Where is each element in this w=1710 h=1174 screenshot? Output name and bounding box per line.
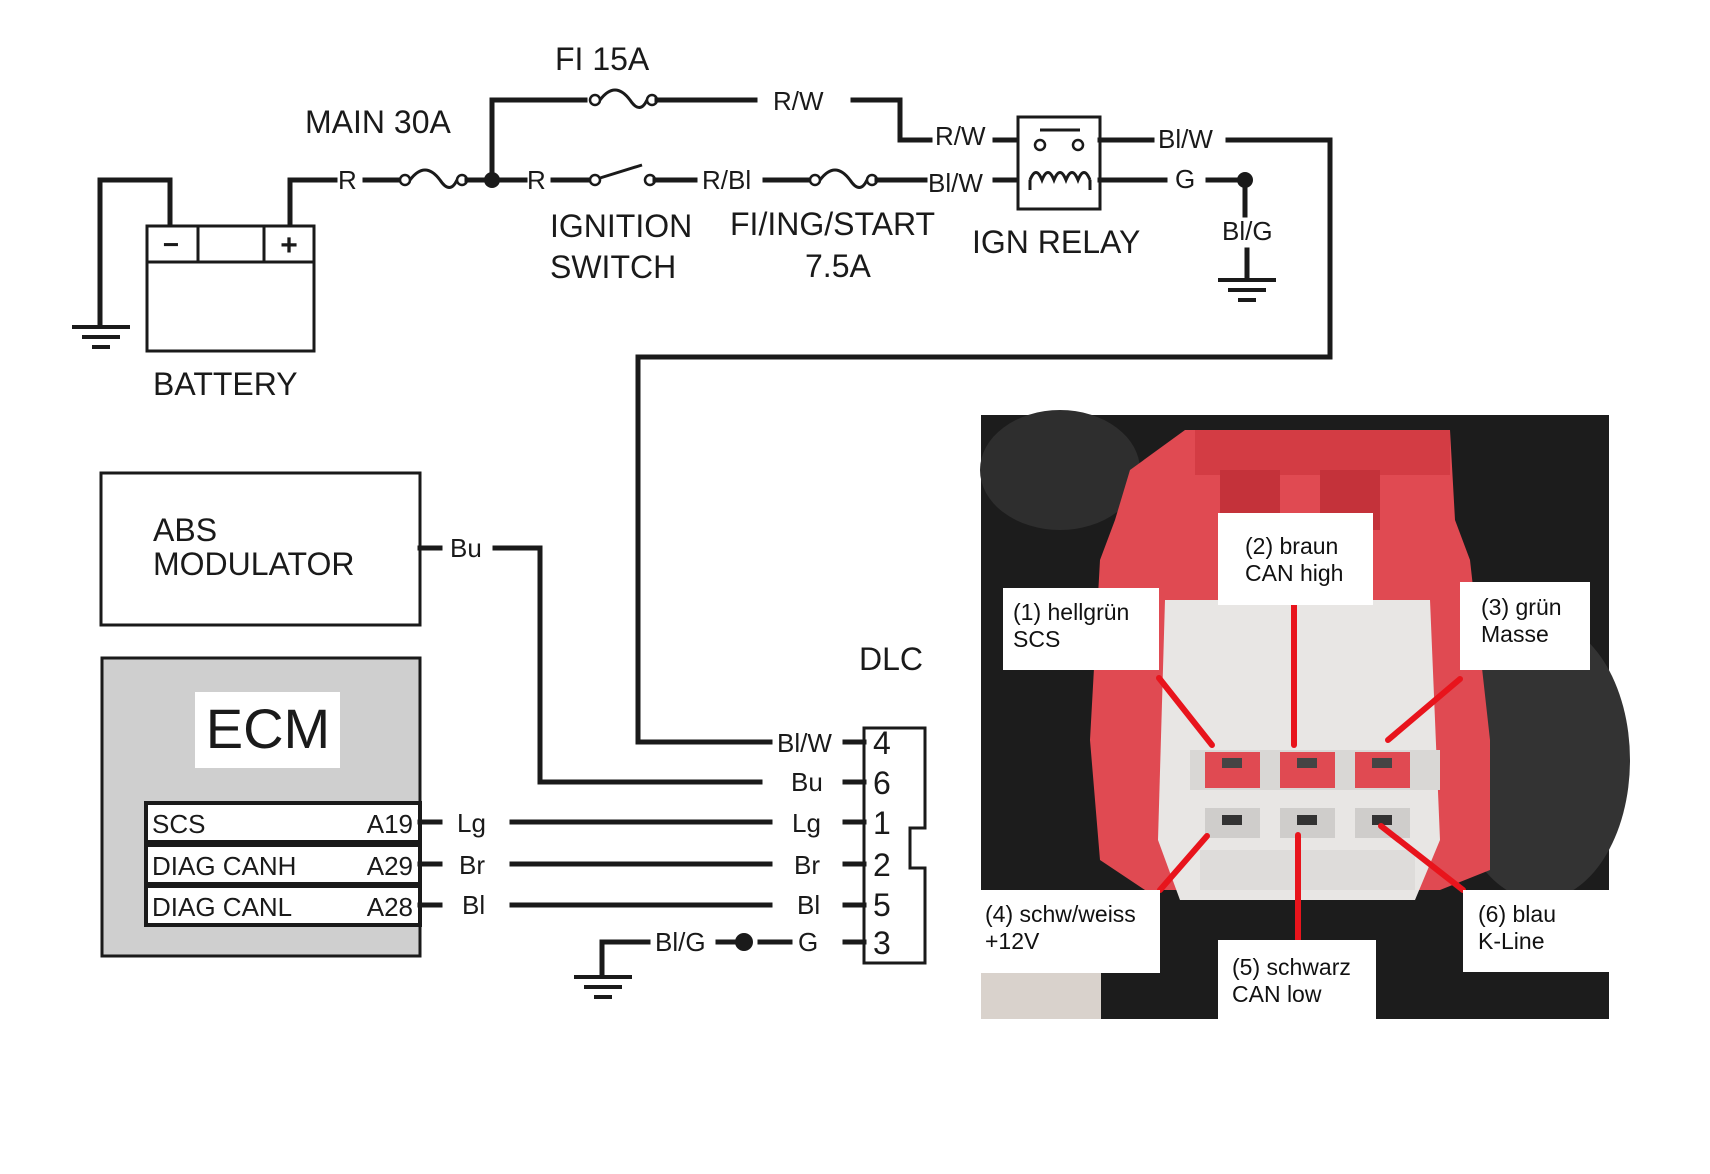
- battery-plus: +: [280, 229, 298, 262]
- dlc-label: DLC: [859, 641, 923, 677]
- power-circuit: − + BATTERY R MAIN 30A FI 15A R/W R/W: [72, 41, 1333, 745]
- wire-label-r1: R: [338, 165, 357, 195]
- fi-fuse-label: FI 15A: [555, 41, 650, 77]
- wire-label-rw2: R/W: [935, 121, 986, 151]
- fi-start-label-1: FI/ING/START: [730, 206, 935, 242]
- ign-switch-label-1: IGNITION: [550, 208, 692, 244]
- ecm-pin-name-scs: SCS: [152, 809, 205, 839]
- photo-label-pin1: (1) hellgrün SCS: [1003, 588, 1159, 670]
- fi-start-label-2: 7.5A: [805, 248, 871, 284]
- dlc-ground-symbol: [574, 975, 632, 999]
- ecm-pin-code-canl: A28: [367, 892, 413, 922]
- ecm-title: ECM: [206, 697, 330, 760]
- wire-label-blw2: Bl/W: [1158, 124, 1213, 154]
- ecm-pin-name-canl: DIAG CANL: [152, 892, 292, 922]
- battery-ground-symbol: [72, 325, 130, 349]
- abs-label-1: ABS: [153, 512, 217, 548]
- ecm-wire-bl: Bl: [462, 890, 485, 920]
- dlc-pin-1: 1: [873, 805, 891, 841]
- ecm-wire-lg: Lg: [457, 808, 486, 838]
- main-fuse-label: MAIN 30A: [305, 104, 451, 140]
- pin1-line2: SCS: [1013, 626, 1060, 652]
- ign-switch-label-2: SWITCH: [550, 249, 676, 285]
- abs-label-2: MODULATOR: [153, 546, 355, 582]
- photo-label-pin5: (5) schwarz CAN low: [1218, 940, 1376, 1034]
- battery-symbol: − +: [145, 224, 316, 353]
- ecm-pin-code-canh: A29: [367, 851, 413, 881]
- ecm-wire-br: Br: [459, 850, 485, 880]
- main-fuse-symbol: [398, 168, 469, 189]
- battery-label: BATTERY: [153, 366, 298, 402]
- pin6-line2: K-Line: [1478, 928, 1544, 954]
- pin4-line1: (4) schw/weiss: [985, 901, 1136, 927]
- pin5-line2: CAN low: [1232, 981, 1322, 1007]
- dlc-wire-3: G: [798, 927, 818, 957]
- abs-wire-label: Bu: [450, 533, 482, 563]
- pin2-line1: (2) braun: [1245, 533, 1338, 559]
- pin5-line1: (5) schwarz: [1232, 954, 1351, 980]
- wire-label-g: G: [1175, 164, 1195, 194]
- pin3-line1: (3) grün: [1481, 594, 1562, 620]
- photo-label-pin6: (6) blau K-Line: [1463, 890, 1609, 972]
- wire-label-rw1: R/W: [773, 86, 824, 116]
- ecm-block: ECM SCS A19 DIAG CANH A29 DIAG CANL A28 …: [100, 656, 773, 958]
- dlc-wire-2: Br: [794, 850, 820, 880]
- wire-label-blg-relay: Bl/G: [1222, 216, 1273, 246]
- ignition-switch-symbol: [588, 163, 657, 187]
- photo-label-pin3: (3) grün Masse: [1460, 582, 1590, 670]
- wire-label-blw1: Bl/W: [928, 168, 983, 198]
- dlc-pin-3: 3: [873, 925, 891, 961]
- photo-label-pin2: (2) braun CAN high: [1218, 513, 1373, 605]
- ign-relay-label: IGN RELAY: [972, 224, 1140, 260]
- dlc-pin-6: 6: [873, 765, 891, 801]
- battery-minus: −: [163, 229, 179, 260]
- fi-start-fuse-symbol: [808, 168, 879, 189]
- pin3-line2: Masse: [1481, 621, 1549, 647]
- dlc-wire-6: Bu: [791, 767, 823, 797]
- pin2-line2: CAN high: [1245, 560, 1343, 586]
- connector-photo: (1) hellgrün SCS (2) braun CAN high (3) …: [977, 410, 1630, 1034]
- ign-relay-symbol: [1016, 115, 1102, 211]
- photo-label-pin4: (4) schw/weiss +12V: [977, 890, 1160, 973]
- pin1-line1: (1) hellgrün: [1013, 599, 1129, 625]
- abs-modulator: ABS MODULATOR Bu: [99, 471, 763, 785]
- dlc-ground-wire-label: Bl/G: [655, 927, 706, 957]
- dlc-pin-2: 2: [873, 847, 891, 883]
- dlc-wire-5: Bl: [797, 890, 820, 920]
- ecm-pin-code-scs: A19: [367, 809, 413, 839]
- dlc-pin-5: 5: [873, 887, 891, 923]
- pin6-line1: (6) blau: [1478, 901, 1556, 927]
- ecm-pin-name-canh: DIAG CANH: [152, 851, 296, 881]
- dlc-wire-1: Lg: [792, 808, 821, 838]
- wire-label-rbl: R/Bl: [702, 165, 751, 195]
- fi-fuse-symbol: [588, 88, 659, 109]
- dlc-wire-4: Bl/W: [777, 728, 832, 758]
- wire-label-r2: R: [527, 165, 546, 195]
- relay-ground-symbol: [1218, 278, 1276, 302]
- dlc-pin-4: 4: [873, 725, 891, 761]
- dlc-connector: DLC Bl/W Bu Lg Br Bl G 4 6 1 2 5 3 Bl/G: [574, 641, 927, 999]
- pin4-line2: +12V: [985, 928, 1040, 954]
